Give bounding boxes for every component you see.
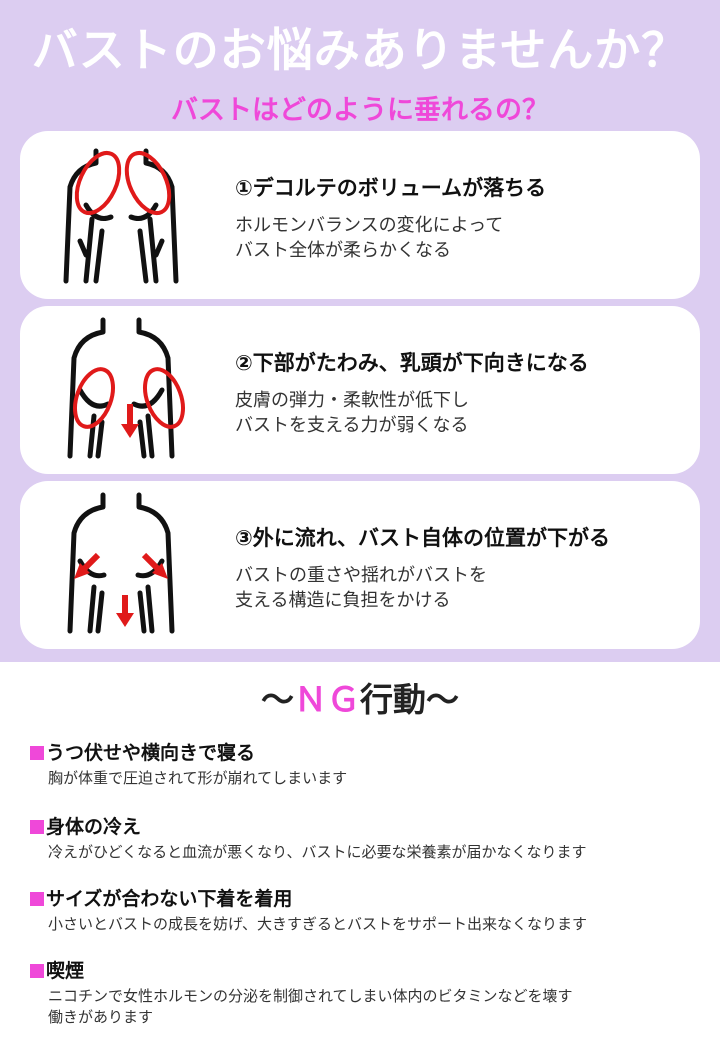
pink-square-bullet	[30, 892, 44, 906]
card-description: ホルモンバランスの変化によって バスト全体が柔らかくなる	[235, 213, 503, 263]
pink-square-bullet	[30, 964, 44, 978]
ng-item: サイズが合わない下着を着用 小さいとバストの成長を妨げ、大きすぎるとバストをサポ…	[30, 884, 587, 935]
torso-illustration	[67, 492, 175, 634]
description-line: バストの重さや揺れがバストを	[235, 565, 487, 586]
ng-item-heading: サイズが合わない下着を着用	[46, 888, 293, 910]
page-title: バストのお悩みありませんか？	[31, 23, 689, 77]
diagonal-arrow-icon	[141, 552, 168, 579]
diagonal-arrow-icon	[74, 552, 101, 579]
red-circle-highlight	[73, 367, 185, 429]
title-tilde: ～	[261, 680, 294, 719]
description-line: バストを支える力が弱くなる	[235, 415, 469, 436]
ng-item-heading: 身体の冷え	[46, 816, 142, 838]
pink-square-bullet	[30, 820, 44, 834]
torso-illustration	[67, 317, 185, 459]
description-line: バスト全体が柔らかくなる	[235, 240, 451, 261]
down-arrow-icon	[116, 595, 134, 627]
card-heading: ②下部がたわみ、乳頭が下向きになる	[235, 351, 589, 375]
page-subtitle: バストはどのように垂れるの？	[171, 95, 549, 126]
torso-illustration	[63, 148, 179, 284]
red-circle-highlight	[74, 151, 172, 215]
pink-square-bullet	[30, 746, 44, 760]
sagging-stage-card-1: ①デコルテのボリュームが落ちる ホルモンバランスの変化によって バスト全体が柔ら…	[20, 131, 700, 299]
description-line: 支える構造に負担をかける	[235, 590, 451, 611]
card-description: 皮膚の弾力・柔軟性が低下し バストを支える力が弱くなる	[235, 388, 469, 438]
ng-item-heading: 喫煙	[46, 960, 85, 982]
ng-item: 身体の冷え 冷えがひどくなると血流が悪くなり、バストに必要な栄養素が届かなくなり…	[30, 812, 587, 863]
description-line: ホルモンバランスの変化によって	[235, 215, 504, 236]
card-heading: ①デコルテのボリュームが落ちる	[235, 176, 547, 200]
description-line: ニコチンで女性ホルモンの分泌を制御されてしまい体内のビタミンなどを壊す	[48, 987, 573, 1005]
sagging-stage-card-3: ③外に流れ、バスト自体の位置が下がる バストの重さや揺れがバストを 支える構造に…	[20, 481, 700, 649]
card-description: バストの重さや揺れがバストを 支える構造に負担をかける	[235, 563, 487, 613]
ng-item: 喫煙 ニコチンで女性ホルモンの分泌を制御されてしまい体内のビタミンなどを壊す 働…	[30, 956, 573, 1028]
sagging-stage-card-2: ②下部がたわみ、乳頭が下向きになる 皮膚の弾力・柔軟性が低下し バストを支える力…	[20, 306, 700, 474]
title-text: 行動～	[360, 680, 459, 719]
ng-label: ＮＧ	[294, 680, 360, 719]
ng-item-description: 胸が体重で圧迫されて形が崩れてしまいます	[48, 769, 348, 787]
down-arrow-icon	[121, 404, 139, 438]
ng-item-description: ニコチンで女性ホルモンの分泌を制御されてしまい体内のビタミンなどを壊す 働きがあ…	[48, 986, 573, 1028]
ng-item-description: 小さいとバストの成長を妨げ、大きすぎるとバストをサポート出来なくなります	[48, 915, 587, 933]
card-heading: ③外に流れ、バスト自体の位置が下がる	[235, 526, 610, 550]
description-line: 皮膚の弾力・柔軟性が低下し	[235, 390, 469, 411]
ng-item-heading: うつ伏せや横向きで寝る	[46, 742, 256, 764]
description-line: 働きがあります	[48, 1008, 154, 1026]
ng-section-title: ～ＮＧ行動～	[0, 673, 720, 721]
ng-item: うつ伏せや横向きで寝る 胸が体重で圧迫されて形が崩れてしまいます	[30, 738, 347, 789]
ng-item-description: 冷えがひどくなると血流が悪くなり、バストに必要な栄養素が届かなくなります	[48, 843, 587, 861]
